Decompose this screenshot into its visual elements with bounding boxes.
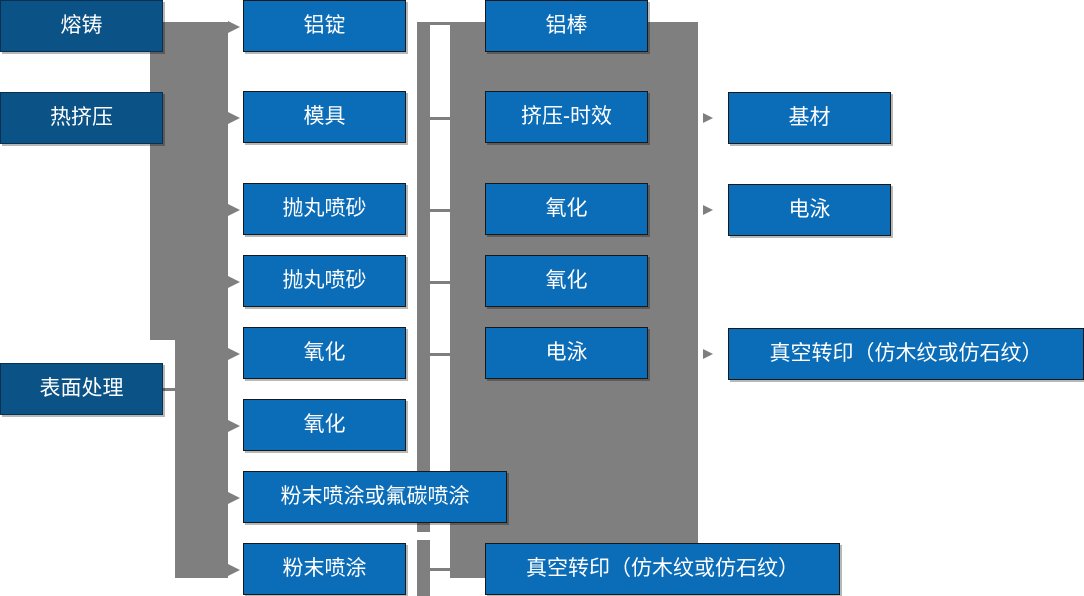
stage-label: 熔铸 [60,13,103,37]
stage-box-melting[interactable]: 熔铸 [0,0,163,52]
arrow-to-c2-3 [228,204,240,216]
connector-spine-narrow-upper [417,22,430,532]
process-box-oxidation-4[interactable]: 氧化 [485,255,648,307]
stage-box-surface-treatment[interactable]: 表面处理 [0,363,163,415]
process-label: 铝锭 [303,13,346,37]
process-box-shot-blasting-2[interactable]: 抛丸喷砂 [243,255,406,307]
arrow-to-c4-3 [703,349,713,359]
product-box-electrophoresis-2[interactable]: 电泳 [728,184,891,236]
connector-rung-2 [430,117,450,120]
process-box-aluminum-bar[interactable]: 铝棒 [485,0,648,52]
process-label: 抛丸喷砂 [282,196,367,220]
process-label: 真空转印（仿木纹或仿石纹） [526,556,799,580]
connector-rung-6 [430,568,450,571]
connector-spine-narrow-lower [417,540,430,596]
connector-rung-5 [430,353,450,356]
connector-trunk-upper [150,22,228,340]
arrow-to-c4-1 [703,113,713,123]
process-box-oxidation-1[interactable]: 氧化 [243,327,406,379]
product-label: 基材 [788,105,831,129]
connector-stage3-stem [163,388,181,391]
process-label: 粉末喷涂 [282,556,367,580]
product-label: 电泳 [788,197,831,221]
process-label: 氧化 [303,340,346,364]
stage-box-hot-extrusion[interactable]: 热挤压 [0,92,163,144]
connector-rung-3 [430,209,450,212]
arrow-to-c2-2 [228,112,240,124]
process-label: 电泳 [545,340,588,364]
arrow-to-c2-5 [228,348,240,360]
process-box-vacuum-transfer-printing-1[interactable]: 真空转印（仿木纹或仿石纹） [485,543,840,595]
process-box-shot-blasting-1[interactable]: 抛丸喷砂 [243,183,406,235]
process-label: 氧化 [303,412,346,436]
process-box-powder-or-fluorocarbon-coating[interactable]: 粉末喷涂或氟碳喷涂 [243,471,507,523]
stage-label: 表面处理 [39,376,124,400]
arrow-to-c2-6 [228,420,240,432]
process-label: 铝棒 [545,13,588,37]
process-box-powder-coating[interactable]: 粉末喷涂 [243,543,406,595]
process-box-mold[interactable]: 模具 [243,91,406,143]
connector-rung-4 [430,281,450,284]
arrow-to-c2-1 [228,21,240,33]
process-box-electrophoresis-1[interactable]: 电泳 [485,327,648,379]
process-label: 模具 [303,104,346,128]
arrow-to-c2-4 [228,276,240,288]
connector-rung-1 [430,22,450,25]
product-box-base-material[interactable]: 基材 [728,92,891,144]
process-label: 挤压-时效 [521,104,612,128]
process-box-aluminum-ingot[interactable]: 铝锭 [243,0,406,52]
arrow-to-c2-7 [228,492,240,504]
connector-trunk-lower [175,340,228,578]
product-box-vacuum-transfer-printing-2[interactable]: 真空转印（仿木纹或仿石纹） [728,328,1084,380]
process-label: 抛丸喷砂 [282,268,367,292]
process-label: 氧化 [545,196,588,220]
process-label: 氧化 [545,268,588,292]
process-box-oxidation-3[interactable]: 氧化 [485,183,648,235]
arrow-to-c4-2 [703,205,713,215]
product-label: 真空转印（仿木纹或仿石纹） [769,341,1043,365]
process-label: 粉末喷涂或氟碳喷涂 [280,484,470,508]
stage-label: 热挤压 [50,105,113,129]
process-box-extrusion-aging[interactable]: 挤压-时效 [485,91,648,143]
process-box-oxidation-2[interactable]: 氧化 [243,399,406,451]
arrow-to-c2-8 [228,564,240,576]
